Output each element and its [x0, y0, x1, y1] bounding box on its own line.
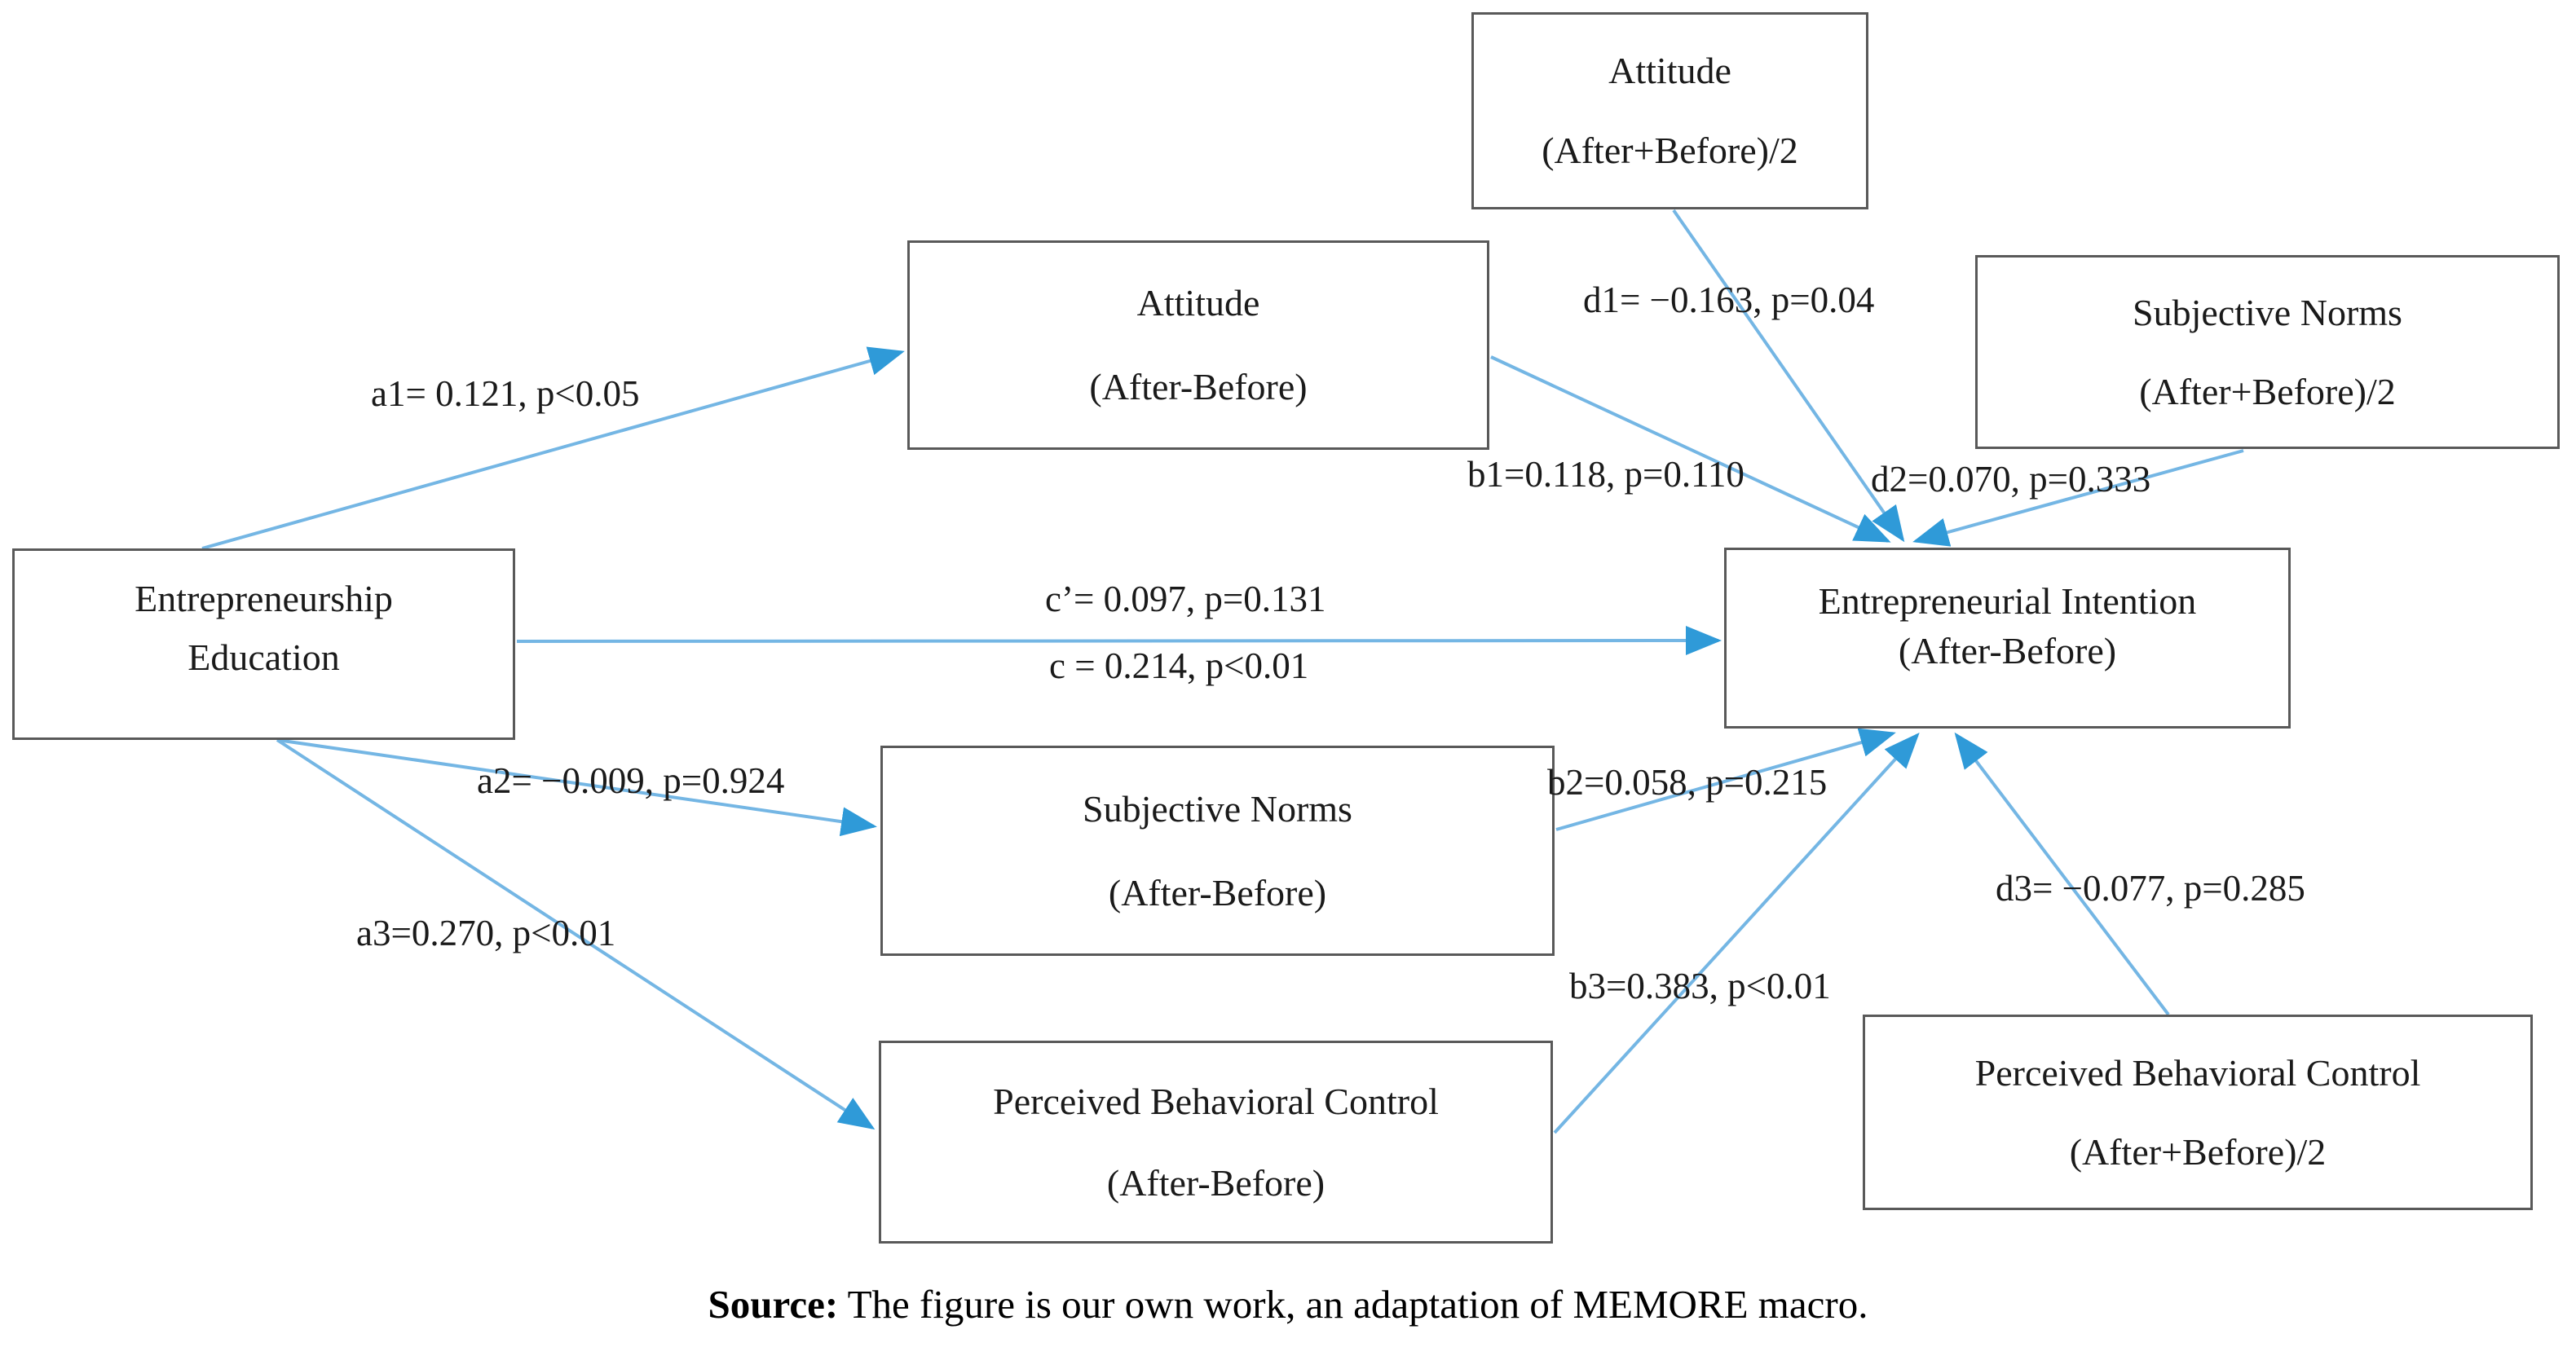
box-entrepreneurship-education-title: Entrepreneurship — [135, 578, 393, 619]
box-entrepreneurial-intention-title: Entrepreneurial Intention — [1818, 579, 2197, 622]
path-b3-line — [1553, 733, 1920, 1134]
path-label-c: c = 0.214, p<0.01 — [1049, 645, 1309, 686]
path-label-d1: d1= −0.163, p=0.04 — [1583, 280, 1875, 320]
path-label-b1: b1=0.118, p=0.110 — [1467, 454, 1745, 495]
source-note-label: Source: — [708, 1282, 839, 1327]
path-label-d3: d3= −0.077, p=0.285 — [1996, 868, 2305, 909]
source-note-text: The figure is our own work, an adaptatio… — [838, 1282, 1868, 1327]
box-perceived-behavioral-control-mean: Perceived Behavioral Control (After+Befo… — [1863, 1015, 2533, 1210]
path-d3-line — [1954, 732, 2170, 1016]
box-pbc-diff-title: Perceived Behavioral Control — [993, 1080, 1439, 1122]
path-label-c-prime: c’= 0.097, p=0.131 — [1045, 579, 1326, 619]
box-pbc-mean-subtitle: (After+Before)/2 — [2069, 1130, 2327, 1173]
box-attitude-diff-subtitle: (After-Before) — [1089, 366, 1308, 408]
box-subjective-norms-diff: Subjective Norms (After-Before) — [880, 746, 1555, 956]
box-subjective-norms-mean-title: Subjective Norms — [2133, 292, 2402, 333]
path-label-b2: b2=0.058, p=0.215 — [1547, 762, 1828, 803]
box-attitude-diff: Attitude (After-Before) — [907, 240, 1489, 450]
box-entrepreneurial-intention: Entrepreneurial Intention (After-Before) — [1724, 548, 2291, 729]
box-entrepreneurship-education-subtitle: Education — [187, 636, 340, 678]
box-subjective-norms-diff-title: Subjective Norms — [1083, 787, 1352, 830]
box-attitude-diff-title: Attitude — [1136, 282, 1260, 324]
path-d2-line — [1912, 449, 2244, 547]
box-subjective-norms-diff-subtitle: (After-Before) — [1108, 871, 1327, 914]
box-subjective-norms-mean-subtitle: (After+Before)/2 — [2139, 370, 2396, 412]
path-label-a3: a3=0.270, p<0.01 — [356, 913, 616, 953]
path-d1-line — [1672, 209, 1905, 543]
box-subjective-norms-mean: Subjective Norms (After+Before)/2 — [1975, 255, 2560, 449]
box-entrepreneurship-education: Entrepreneurship Education — [12, 548, 515, 740]
box-attitude-mean-title: Attitude — [1608, 50, 1731, 92]
path-label-b3: b3=0.383, p<0.01 — [1569, 966, 1831, 1006]
path-b2-line — [1555, 728, 1896, 831]
path-a1-line — [201, 346, 905, 550]
box-perceived-behavioral-control-diff: Perceived Behavioral Control (After-Befo… — [879, 1041, 1553, 1244]
path-a3-line — [276, 738, 876, 1130]
source-note: Source: The figure is our own work, an a… — [0, 1281, 2576, 1327]
box-attitude-mean-subtitle: (After+Before)/2 — [1542, 130, 1798, 172]
path-label-a2: a2= −0.009, p=0.924 — [477, 760, 785, 801]
path-a2-line — [276, 738, 877, 837]
box-entrepreneurial-intention-subtitle: (After-Before) — [1898, 630, 2117, 671]
path-label-d2: d2=0.070, p=0.333 — [1871, 459, 2151, 500]
box-pbc-mean-title: Perceived Behavioral Control — [1974, 1051, 2421, 1094]
box-attitude-mean: Attitude (After+Before)/2 — [1471, 12, 1868, 209]
box-pbc-diff-subtitle: (After-Before) — [1106, 1161, 1325, 1204]
path-label-a1: a1= 0.121, p<0.05 — [371, 373, 640, 414]
path-b1-line — [1490, 355, 1891, 543]
